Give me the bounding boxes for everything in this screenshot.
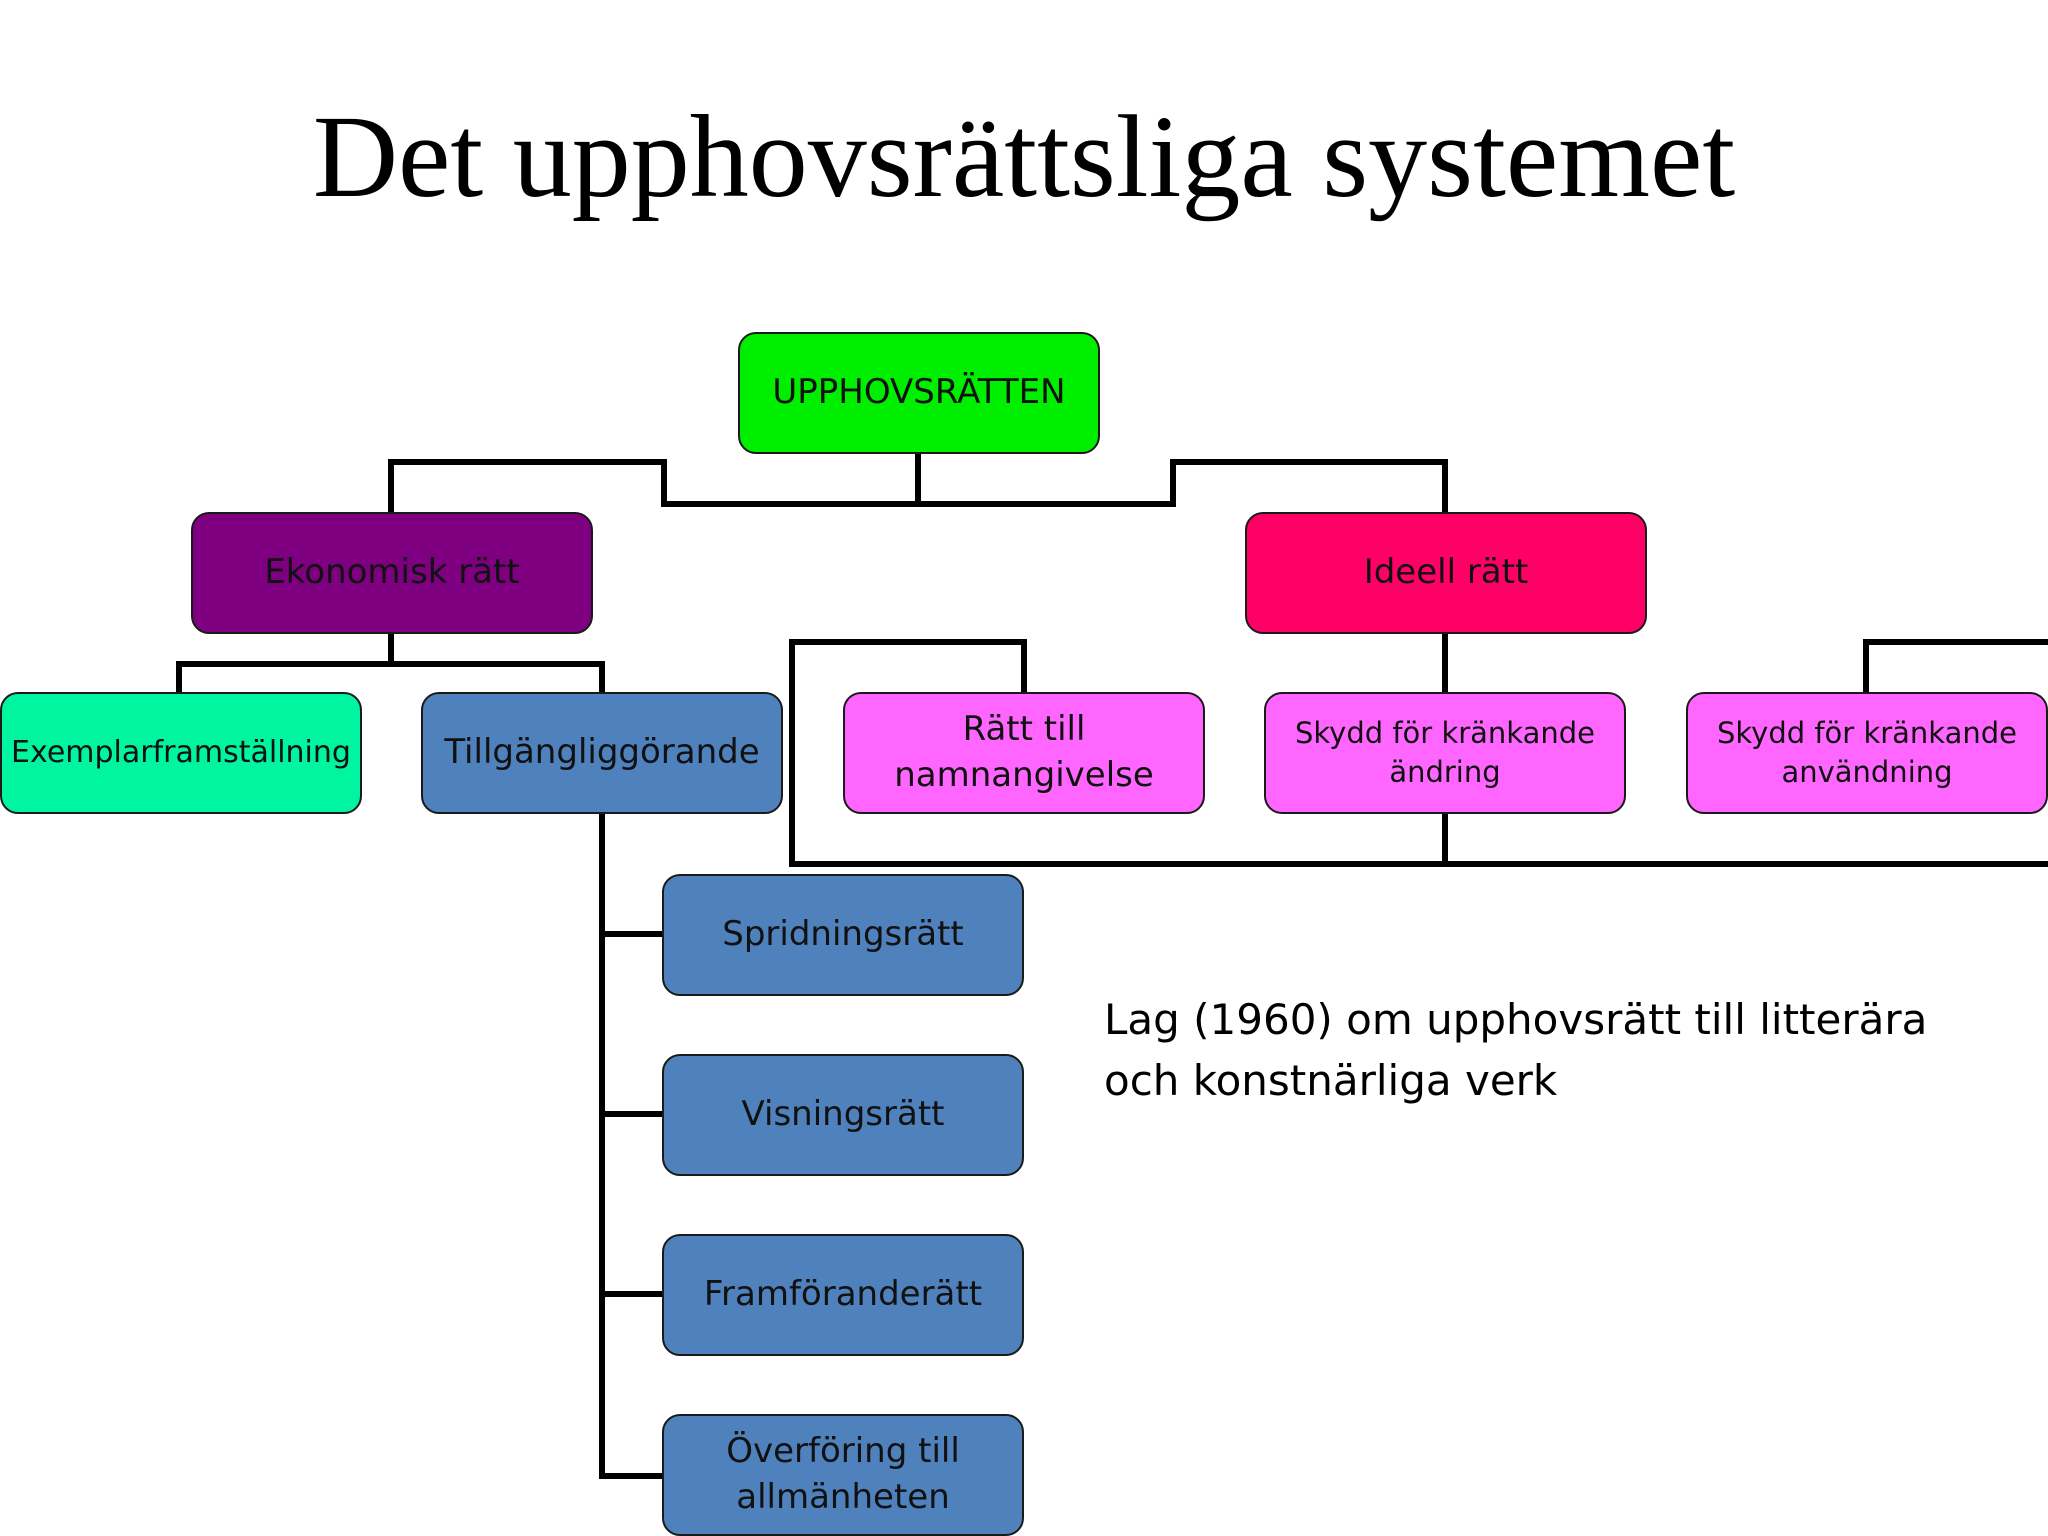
communication-right-node: Överföring till allmänheten	[662, 1414, 1024, 1536]
law-reference-note: Lag (1960) om upphovsrätt till litterära…	[1104, 995, 1928, 1105]
root-label: UPPHOVSRÄTTEN	[772, 372, 1066, 413]
display-right-label: Visningsrätt	[741, 1094, 945, 1135]
integrity-alteration-node: Skydd för kränkande ändring	[1264, 692, 1626, 814]
connector-access-spine	[599, 812, 664, 1479]
moral-rights-node: Ideell rätt	[1245, 512, 1647, 634]
performance-right-node: Framföranderätt	[662, 1234, 1024, 1356]
connector-moral-loop	[789, 639, 1448, 867]
integrity-alteration-label: Skydd för kränkande ändring	[1294, 715, 1595, 789]
distribution-right-label: Spridningsrätt	[722, 914, 964, 955]
availability-node: Tillgängliggörande	[421, 692, 783, 814]
connector-root-moral	[918, 459, 1448, 514]
attribution-right-node: Rätt till namnangivelse	[843, 692, 1205, 814]
moral-rights-label: Ideell rätt	[1363, 552, 1529, 593]
economic-rights-node: Ekonomisk rätt	[191, 512, 593, 634]
reproduction-label: Exemplarframställning	[11, 734, 351, 770]
integrity-use-node: Skydd för kränkande användning	[1686, 692, 2048, 814]
integrity-use-label: Skydd för kränkande användning	[1716, 715, 2017, 789]
reproduction-node: Exemplarframställning	[0, 692, 362, 814]
connector-economic-children	[176, 661, 605, 694]
performance-right-label: Framföranderätt	[703, 1274, 983, 1315]
distribution-right-node: Spridningsrätt	[662, 874, 1024, 996]
availability-label: Tillgängliggörande	[444, 732, 760, 773]
attribution-right-label: Rätt till namnangivelse	[894, 709, 1154, 795]
display-right-node: Visningsrätt	[662, 1054, 1024, 1176]
communication-right-label: Överföring till allmänheten	[726, 1431, 960, 1517]
root-node: UPPHOVSRÄTTEN	[738, 332, 1100, 454]
economic-rights-label: Ekonomisk rätt	[264, 552, 520, 593]
slide-title: Det upphovsrättsliga systemet	[312, 91, 1736, 222]
connector-root-economic	[388, 459, 918, 514]
connector-moral-right-top	[1863, 639, 2048, 694]
